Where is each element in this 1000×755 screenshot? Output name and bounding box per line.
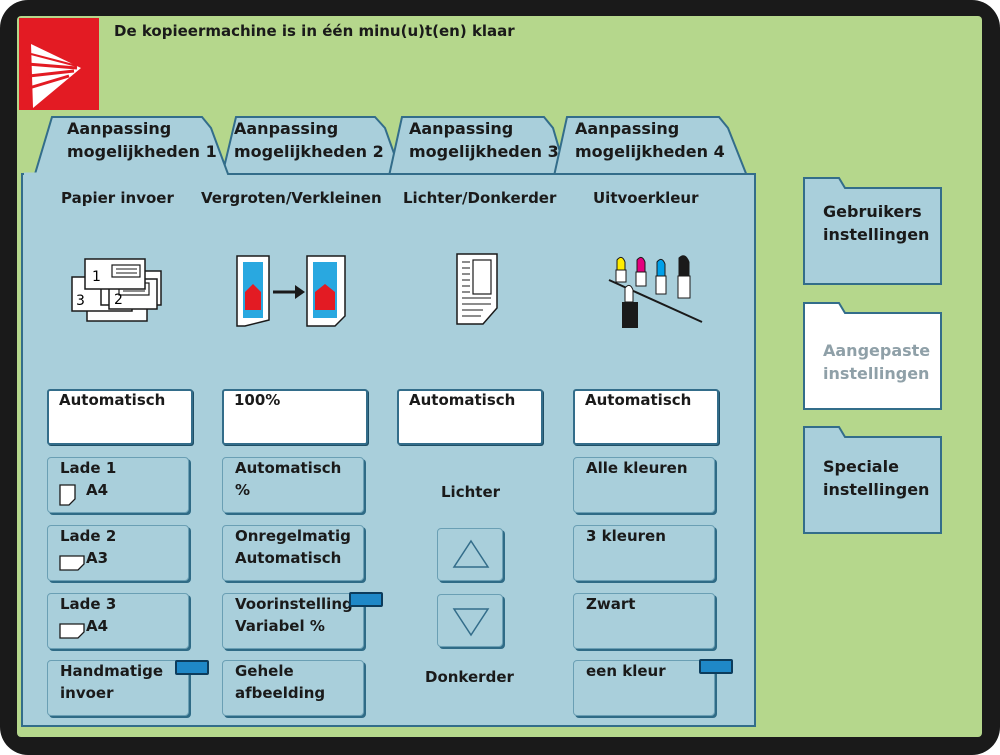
side-line2: instellingen [823,364,930,383]
status-message: De kopieermachine is in één minu(u)t(en)… [114,22,515,40]
tab-line1: Aanpassing [409,119,514,138]
option-line2: Variabel % [235,617,325,635]
tab-options-3[interactable]: Aanpassing mogelijkheden 3 [409,117,559,163]
option-line1: Automatisch [235,459,342,477]
zoom-preset-variable-button[interactable]: Voorinstelling Variabel % [222,593,364,649]
density-value-text: Automatisch [409,391,516,409]
single-color-button[interactable]: een kleur [573,660,715,716]
paper-input-value-text: Automatisch [59,391,166,409]
tray-2-button[interactable]: Lade 2 A3 [47,525,189,581]
paper-landscape-icon [59,623,85,639]
tray-1-button[interactable]: Lade 1 A4 [47,457,189,513]
option-line1: Handmatige [60,662,164,680]
tab-line2: mogelijkheden 1 [67,142,217,161]
density-value[interactable]: Automatisch [397,389,543,445]
option-line2: afbeelding [235,684,326,702]
three-color-button[interactable]: 3 kleuren [573,525,715,581]
toner-bottles-icon [608,255,703,328]
option-line1: Alle kleuren [586,459,688,477]
full-color-button[interactable]: Alle kleuren [573,457,715,513]
manual-feed-button[interactable]: Handmatige invoer [47,660,189,716]
output-color-value-text: Automatisch [585,391,692,409]
option-line2: % [235,481,251,499]
lighter-button[interactable] [437,528,503,581]
brand-logo [19,18,99,110]
submenu-tag-icon [349,592,383,607]
paper-trays-icon: 1 2 3 [71,258,162,322]
option-line2: A4 [86,617,109,635]
submenu-tag-icon [175,660,209,675]
black-button[interactable]: Zwart [573,593,715,649]
tab-line2: mogelijkheden 2 [234,142,384,161]
tab-line2: mogelijkheden 4 [575,142,725,161]
option-line1: een kleur [586,662,666,680]
tab-options-2[interactable]: Aanpassing mogelijkheden 2 [234,117,384,163]
tab-1-shape [21,116,756,727]
zoom-auto-button[interactable]: Automatisch % [222,457,364,513]
tab-line1: Aanpassing [234,119,339,138]
option-line1: 3 kleuren [586,527,666,545]
submenu-tag-icon [699,659,733,674]
zoom-value[interactable]: 100% [222,389,368,445]
side-line2: instellingen [823,225,930,244]
tab-line2: mogelijkheden 3 [409,142,559,161]
zoom-value-text: 100% [234,391,281,409]
tab-folder-shapes [21,116,942,727]
triangle-up-icon [452,539,490,568]
option-line2: A3 [86,549,109,567]
option-line1: Lade 2 [60,527,117,545]
side-line2: instellingen [823,480,930,499]
paper-landscape-icon [59,555,85,571]
tray-number-3: 3 [76,293,85,309]
option-line2: Automatisch [235,549,342,567]
arrow-logo-icon [26,44,81,108]
paper-portrait-icon [59,484,76,506]
option-line1: Lade 3 [60,595,117,613]
side-line1: Aangepaste [823,341,931,360]
heading-output-color: Uitvoerkleur [593,189,699,207]
side-line1: Gebruikers [823,202,922,221]
option-line1: Zwart [586,595,636,613]
side-line1: Speciale [823,457,899,476]
darker-label: Donkerder [425,668,514,686]
heading-zoom: Vergroten/Verkleinen [201,189,382,207]
option-line1: Voorinstelling [235,595,353,613]
heading-density: Lichter/Donkerder [403,189,557,207]
tab-options-1[interactable]: Aanpassing mogelijkheden 1 [67,117,217,163]
enlarge-reduce-icon [236,255,346,327]
triangle-down-icon [452,608,490,637]
document-density-icon [456,253,498,325]
zoom-irregular-auto-button[interactable]: Onregelmatig Automatisch [222,525,364,581]
user-settings-button[interactable]: Gebruikers instellingen [823,200,929,246]
darker-button[interactable] [437,594,503,647]
option-line2: invoer [60,684,114,702]
output-color-value[interactable]: Automatisch [573,389,719,445]
tray-number-2: 2 [114,292,123,308]
lighter-label: Lichter [441,483,501,501]
paper-input-value[interactable]: Automatisch [47,389,193,445]
side-folder-custom-shape [803,302,942,410]
tab-options-4[interactable]: Aanpassing mogelijkheden 4 [575,117,725,163]
special-settings-button[interactable]: Speciale instellingen [823,455,929,501]
heading-paper-input: Papier invoer [61,189,174,207]
option-line1: Lade 1 [60,459,117,477]
option-line1: Gehele [235,662,294,680]
tray-number-1: 1 [92,269,101,285]
tab-line1: Aanpassing [575,119,680,138]
tray-3-button[interactable]: Lade 3 A4 [47,593,189,649]
custom-settings-button[interactable]: Aangepaste instellingen [823,339,930,385]
side-folder-special-shape [803,426,942,534]
tab-line1: Aanpassing [67,119,172,138]
zoom-full-image-button[interactable]: Gehele afbeelding [222,660,364,716]
option-line2: A4 [86,481,109,499]
option-line1: Onregelmatig [235,527,351,545]
side-folder-user-shape [803,177,942,285]
touch-screen: De kopieermachine is in één minu(u)t(en)… [17,16,982,737]
